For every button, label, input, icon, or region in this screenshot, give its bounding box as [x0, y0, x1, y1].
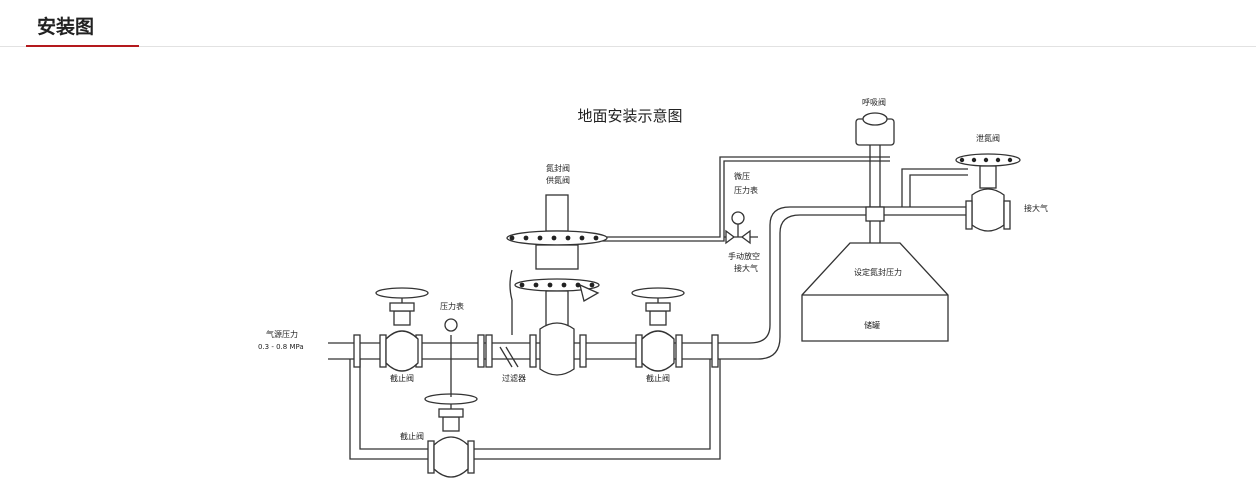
label-pressure-gauge: 压力表	[440, 301, 464, 311]
breather-pipe	[869, 145, 881, 243]
section-header: 安装图	[0, 0, 1256, 48]
label-filter: 过滤器	[502, 373, 526, 383]
shutoff-valve-right	[631, 287, 685, 372]
label-tank: 储罐	[864, 320, 880, 330]
bypass-pipe-outer	[349, 359, 721, 460]
label-shutoff-valve-right: 截止阀	[646, 373, 670, 383]
bypass-pipe-inner	[359, 359, 711, 450]
shutoff-valve-left	[375, 287, 429, 372]
label-nitrogen-valve-2: 供氮阀	[546, 175, 570, 185]
main-pipe-bottom	[328, 214, 968, 360]
main-pipe-top	[328, 206, 968, 344]
relief-pipe	[901, 168, 968, 207]
filter	[499, 346, 519, 368]
section-title: 安装图	[37, 16, 95, 38]
label-shutoff-valve-bypass: 截止阀	[400, 431, 424, 441]
diagram-title: 地面安装示意图	[577, 107, 682, 125]
title-underline	[26, 45, 139, 47]
label-manual-vent-2: 接大气	[734, 263, 758, 273]
impulse-line-2	[602, 160, 890, 242]
pressure-gauge	[444, 318, 458, 397]
label-micro-pressure-1: 微压	[734, 171, 750, 181]
label-micro-pressure-2: 压力表	[734, 185, 758, 195]
label-relief-valve: 泄氮阀	[976, 133, 1000, 143]
storage-tank	[801, 242, 949, 342]
label-manual-vent-1: 手动放空	[728, 251, 760, 261]
nitrogen-regulator	[506, 194, 608, 376]
regulator-diaphragm-bolts	[509, 235, 599, 288]
label-gas-pressure: 气源压力	[266, 329, 298, 339]
label-shutoff-valve-left: 截止阀	[390, 373, 414, 383]
label-nitrogen-valve-1: 氮封阀	[546, 163, 570, 173]
breather-valve	[855, 112, 895, 222]
sensing-tube	[509, 269, 513, 335]
relief-valve	[955, 153, 1021, 232]
label-set-pressure: 设定氮封压力	[854, 267, 902, 277]
installation-diagram: 地面安装示意图 气源压力 0.3 - 0.8 MPa 压力表 过滤器 截止阀 截…	[250, 85, 1060, 491]
impulse-line	[602, 156, 890, 238]
label-to-atmosphere: 接大气	[1024, 203, 1048, 213]
label-breather-valve: 呼吸阀	[862, 97, 886, 107]
installation-diagram-svg: 地面安装示意图 气源压力 0.3 - 0.8 MPa 压力表 过滤器 截止阀 截…	[258, 97, 1048, 478]
micro-pressure-gauge	[724, 211, 758, 245]
label-pressure-range: 0.3 - 0.8 MPa	[258, 343, 304, 351]
relief-valve-bolts	[959, 157, 1013, 163]
header-divider	[0, 46, 1256, 47]
shutoff-valve-bypass	[424, 393, 478, 478]
